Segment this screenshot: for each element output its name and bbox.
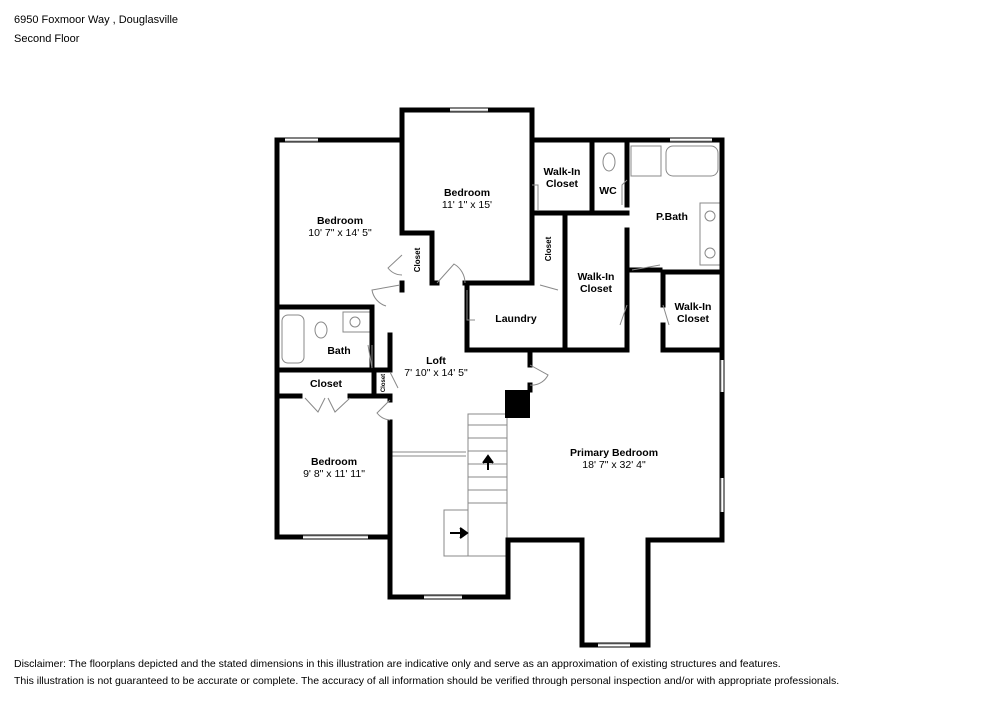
room-name-walkin-3b: Closet [677,313,710,325]
room-name-bedroom-n: Bedroom [444,187,490,199]
disclaimer-line-2: This illustration is not guaranteed to b… [14,675,840,687]
arrow-up-icon [482,454,494,470]
toilet-icon [602,152,616,172]
room-name-closet-small: Closet [381,374,387,392]
room-name-walkin-2b: Closet [580,283,613,295]
room-name-walkin-2: Walk-In [578,271,615,283]
disclaimer-line-1: Disclaimer: The floorplans depicted and … [14,658,781,670]
room-name-primary: Primary Bedroom [570,447,658,459]
room-dims-bedroom-nw: 10' 7" x 14' 5" [308,227,372,239]
address: 6950 Foxmoor Way , Douglasville [14,14,179,26]
room-dims-loft: 7' 10" x 14' 5" [404,367,468,379]
room-dims-bedroom-n: 11' 1" x 15' [442,199,492,211]
sink-icon [342,311,371,333]
doors [304,179,670,421]
room-dims-bedroom-sw: 9' 8" x 11' 11" [303,468,365,480]
room-name-bedroom-nw: Bedroom [317,215,363,227]
room-name-laundry: Laundry [495,313,537,325]
vanity-icon [699,202,721,266]
room-name-walkin-1b: Closet [546,178,579,190]
room-name-closet-v1: Closet [413,247,422,272]
room-name-walkin-1: Walk-In [544,166,581,178]
room-dims-primary: 18' 7" x 32' 4" [582,459,646,471]
bathtub-icon [665,145,719,177]
toilet-icon [314,321,328,339]
bathtub-icon [281,314,305,364]
walls [274,107,725,648]
room-name-pbath: P.Bath [656,211,688,223]
floor-label: Second Floor [14,33,80,45]
arrow-right-icon [450,527,469,539]
shower-icon [630,145,662,177]
staircase [392,413,508,557]
room-name-closet-h: Closet [310,378,343,390]
fixtures [281,145,721,364]
room-name-walkin-3: Walk-In [675,301,712,313]
room-name-bedroom-sw: Bedroom [311,456,357,468]
room-name-bath: Bath [327,345,350,357]
room-name-loft: Loft [426,355,446,367]
room-name-closet-v2: Closet [544,236,553,261]
room-name-wc: WC [599,185,617,197]
windows [285,108,724,647]
chimney [505,390,530,418]
